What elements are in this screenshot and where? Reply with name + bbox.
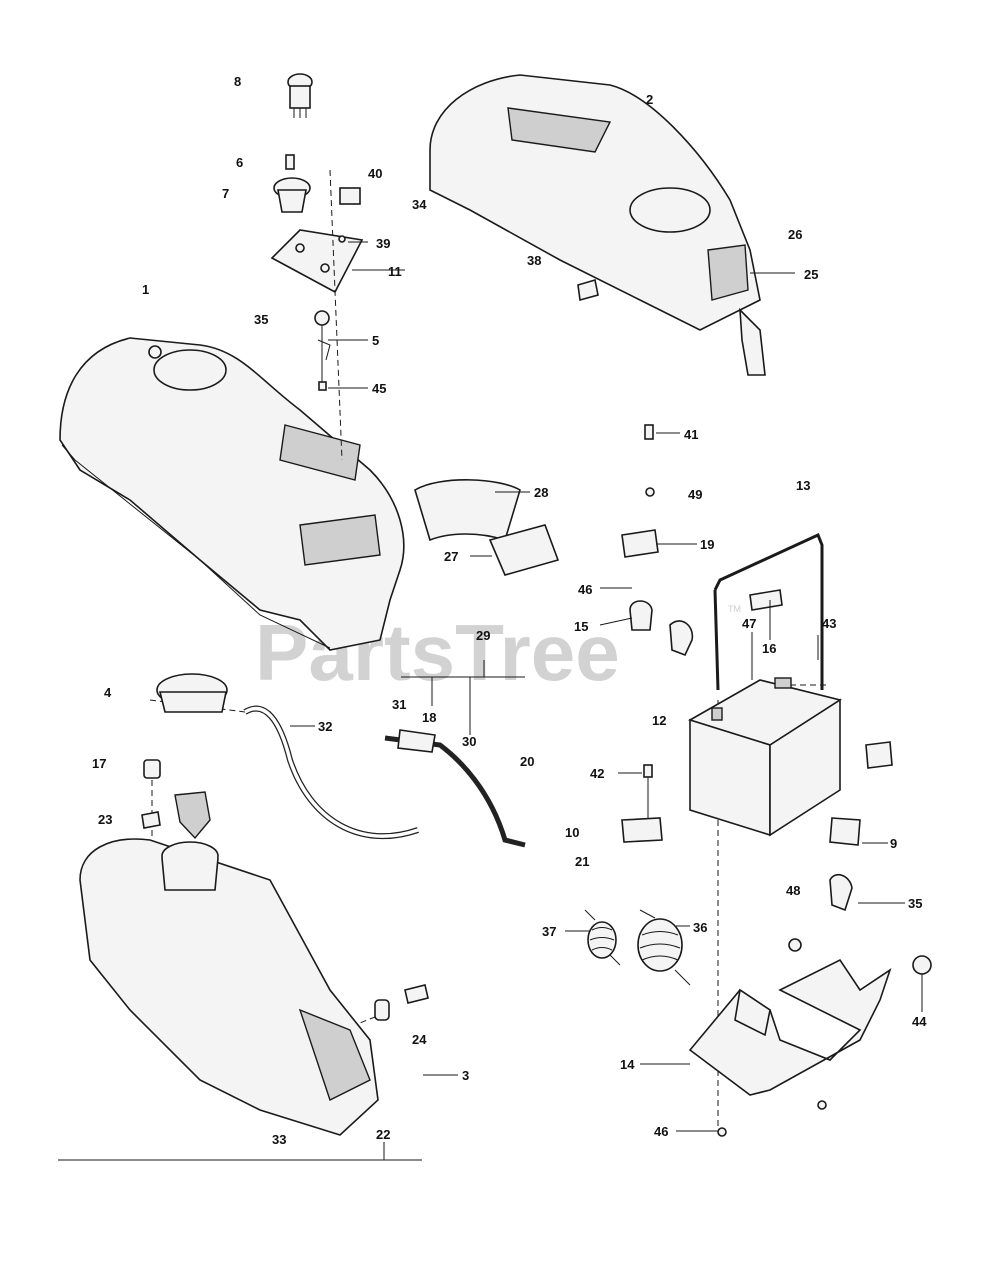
callout-label: 35 [254,312,268,327]
part-cover-plate [488,524,560,576]
part-battery [688,677,842,837]
callout-label: 3 [462,1068,469,1083]
part-nut-bottom [717,1127,727,1137]
part-hold-down-rod-left [713,589,720,691]
callout-label: 8 [234,74,241,89]
part-seal [414,479,521,542]
part-grommet [374,999,390,1021]
callout-label: 41 [684,427,698,442]
part-fitting [404,984,429,1004]
callout-labels: 1 2 3 4 5 6 7 8 9 10 11 12 13 14 15 16 1… [92,74,927,1147]
part-screw [338,235,346,243]
part-clip [644,424,654,440]
part-relay [629,600,653,631]
callout-label: 29 [476,628,490,643]
part-nut [817,1100,827,1110]
part-hold-down-bracket [749,589,783,611]
callout-label: 43 [822,616,836,631]
part-fuse-block [339,187,361,205]
callout-label: 45 [372,381,386,396]
callout-label: 36 [693,920,707,935]
part-ignition-switch [287,73,313,118]
callout-label: 39 [376,236,390,251]
part-spring-small [584,909,621,966]
assembly-line [329,169,343,461]
callout-label: 37 [542,924,556,939]
callout-label: 42 [590,766,604,781]
callout-label: 34 [412,197,427,212]
callout-label: 2 [646,92,653,107]
callout-label: 12 [652,713,666,728]
callout-label: 20 [520,754,534,769]
callout-label: 33 [272,1132,286,1147]
callout-label: 40 [368,166,382,181]
part-fuel-filter [174,791,211,840]
callout-label: 49 [688,487,702,502]
callout-label: 6 [236,155,243,170]
leader-lines [58,241,923,1161]
part-lever [314,310,331,391]
callout-label: 11 [388,264,402,279]
callout-label: 32 [318,719,332,734]
callout-label: 35 [908,896,922,911]
callout-label: 38 [527,253,541,268]
callout-label: 21 [575,854,589,869]
part-switch-module [829,817,861,846]
callout-label: 5 [372,333,379,348]
part-battery-cable [384,735,526,848]
part-terminal [865,741,893,769]
callout-label: 13 [796,478,810,493]
callout-label: 9 [890,836,897,851]
part-bushing [143,759,161,779]
callout-label: 1 [142,282,149,297]
callout-label: 28 [534,485,548,500]
part-knob [912,955,932,995]
callout-label: 17 [92,756,106,771]
callout-label: 44 [912,1014,927,1029]
callout-label: 22 [376,1127,390,1142]
part-washer [141,811,161,829]
part-mounting-plate [270,229,364,294]
callout-label: 15 [574,619,588,634]
part-fuel-tank [79,838,379,1136]
callout-label: 14 [620,1057,635,1072]
callout-label: 24 [412,1032,427,1047]
watermark-trademark: TM [728,604,741,614]
part-bolt [643,764,653,778]
callout-label: 4 [104,685,112,700]
part-cable-clamp [397,729,436,753]
callout-label: 48 [786,883,800,898]
part-cable-clip [829,873,853,912]
part-switch [621,817,663,843]
part-solenoid [621,529,659,558]
callout-label: 10 [565,825,579,840]
callout-label: 23 [98,812,112,827]
callout-label: 27 [444,549,458,564]
assembly-line [341,1014,381,1031]
callout-label: 18 [422,710,436,725]
part-fuel-hose-inner [244,706,419,838]
part-nut [645,487,655,497]
part-fuel-cap [156,673,228,713]
callout-label: 46 [654,1124,668,1139]
callout-label: 19 [700,537,714,552]
callout-label: 31 [392,697,406,712]
callout-label: 16 [762,641,776,656]
callout-label: 46 [578,582,592,597]
part-hood-body [59,337,405,651]
part-hold-down-rod [713,532,824,690]
callout-label: 26 [788,227,802,242]
part-key-switch [273,154,311,213]
part-bracket [577,278,599,302]
part-connector [669,620,694,657]
part-spring-large [637,909,691,986]
callout-label: 47 [742,616,756,631]
part-battery-tray [688,938,892,1096]
part-rear-cover [429,74,766,376]
callout-label: 7 [222,186,229,201]
callout-label: 30 [462,734,476,749]
callout-label: 25 [804,267,818,282]
